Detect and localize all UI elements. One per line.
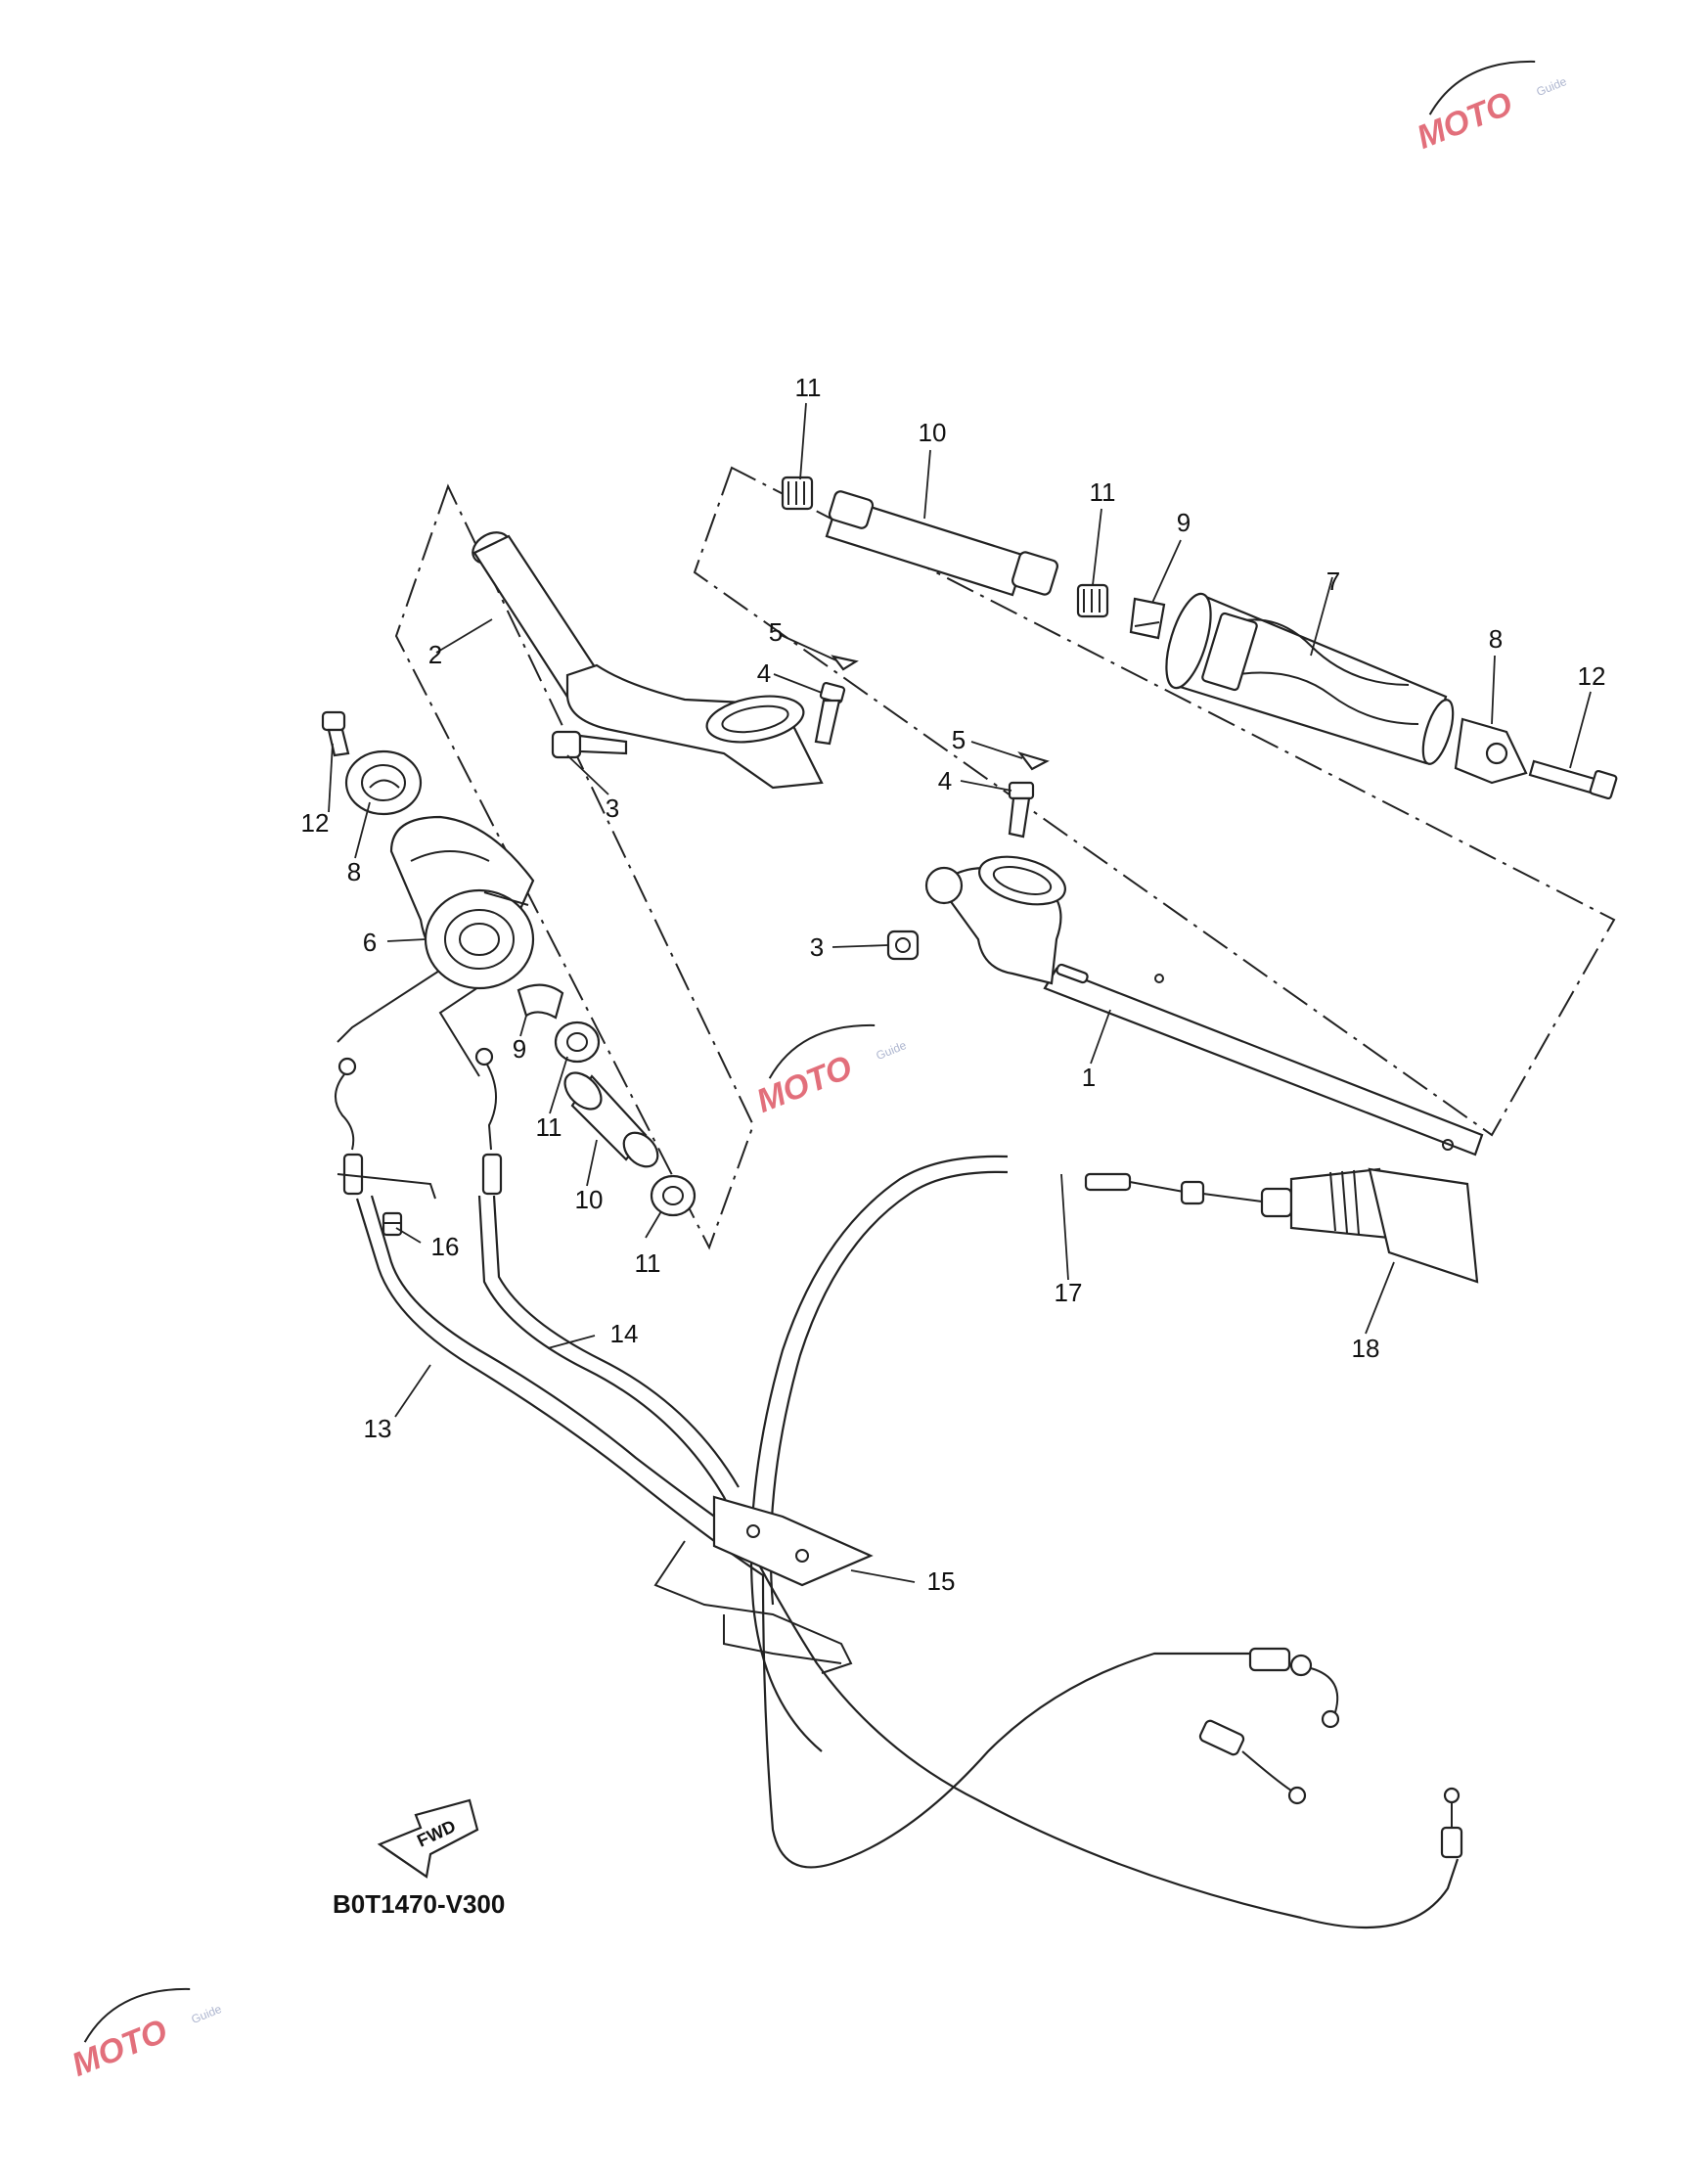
- callout-4: 4: [938, 766, 952, 795]
- watermark-subtext: Guide: [875, 1038, 909, 1063]
- part-2-handlebar-left: [472, 531, 824, 790]
- part-5-washer-right: [1017, 751, 1050, 771]
- part-10-throttle-pipe-upper: [825, 490, 1058, 597]
- callout-17: 17: [1055, 1278, 1083, 1307]
- part-4-bolt-right: [1008, 781, 1035, 839]
- callout-11: 11: [1090, 477, 1116, 507]
- callout-8: 8: [1489, 624, 1503, 654]
- callout-9: 9: [1177, 508, 1191, 537]
- callout-11: 11: [795, 373, 822, 402]
- callout-8: 8: [347, 857, 361, 886]
- watermark-logo-top-right: MOTO Guide: [1412, 60, 1569, 157]
- part-9-clip-left: [517, 983, 564, 1020]
- part-11-nut-left-b: [650, 1174, 697, 1217]
- part-8-grip-end-left: [344, 749, 423, 816]
- callout-10: 10: [575, 1185, 604, 1214]
- part-17-starter-cable: [749, 1155, 1263, 1752]
- diagram-code: B0T1470-V300: [333, 1889, 505, 1919]
- callout-14: 14: [610, 1319, 639, 1348]
- callout-13: 13: [364, 1414, 392, 1443]
- part-3-bolt-right: [886, 930, 920, 961]
- watermark-logo-bottom-left: MOTO Guide: [67, 1987, 224, 2084]
- callout-15: 15: [927, 1566, 956, 1596]
- part-16-cable-bracket-screw: [337, 1173, 436, 1237]
- part-8-grip-end-right: [1454, 717, 1528, 785]
- watermark-text: MOTO: [1412, 85, 1517, 157]
- callout-3: 3: [606, 794, 619, 823]
- callout-10: 10: [919, 418, 947, 447]
- callout-12: 12: [301, 808, 330, 838]
- part-1-handlebar-right: [924, 855, 1484, 1157]
- callout-16: 16: [431, 1232, 460, 1261]
- callout-11: 11: [536, 1112, 562, 1142]
- part-15-cable-guide-bracket: [653, 1495, 874, 1674]
- part-14-throttle-cable-2: [474, 1047, 1463, 1929]
- part-5-washer-upper-left: [831, 655, 859, 671]
- part-6-throttle-grip: [389, 815, 535, 990]
- callout-11: 11: [635, 1248, 661, 1278]
- part-4-bolt-upper-left: [814, 681, 846, 746]
- part-3-bolt-upper-left: [551, 730, 628, 759]
- watermark-text: MOTO: [67, 2013, 172, 2084]
- callout-7: 7: [1326, 567, 1340, 596]
- callout-1: 1: [1082, 1063, 1096, 1092]
- part-11-nut-upper-a: [781, 476, 814, 511]
- part-10-throttle-pipe-left: [563, 1071, 659, 1168]
- part-7-handlebar-grip-right: [1165, 592, 1455, 765]
- callout-4: 4: [757, 658, 771, 688]
- callout-5: 5: [769, 617, 783, 647]
- watermark-subtext: Guide: [190, 2002, 224, 2026]
- part-11-nut-upper-b: [1076, 583, 1109, 618]
- watermark-subtext: Guide: [1535, 74, 1569, 99]
- right-assembly-boundary: [693, 466, 1616, 1137]
- part-18-choke-lever-housing: [1260, 1167, 1479, 1284]
- callout-6: 6: [363, 928, 377, 957]
- callout-3: 3: [810, 932, 824, 962]
- fwd-arrow-icon: FWD: [377, 1798, 479, 1879]
- watermark-logo-center: MOTO Guide: [751, 1023, 909, 1120]
- part-12-bolt-left: [321, 710, 350, 757]
- watermark-text: MOTO: [751, 1049, 857, 1120]
- callout-12: 12: [1578, 661, 1606, 691]
- callout-5: 5: [952, 725, 966, 754]
- grip-to-cable-connector-line: [337, 963, 451, 1043]
- part-11-nut-left-a: [554, 1021, 601, 1064]
- left-assembly-boundary: [394, 483, 755, 1250]
- callout-9: 9: [513, 1034, 526, 1064]
- callout-2: 2: [428, 640, 442, 669]
- part-12-bolt-right: [1528, 759, 1618, 800]
- callout-18: 18: [1352, 1334, 1380, 1363]
- part-9-clip-upper: [1129, 597, 1166, 640]
